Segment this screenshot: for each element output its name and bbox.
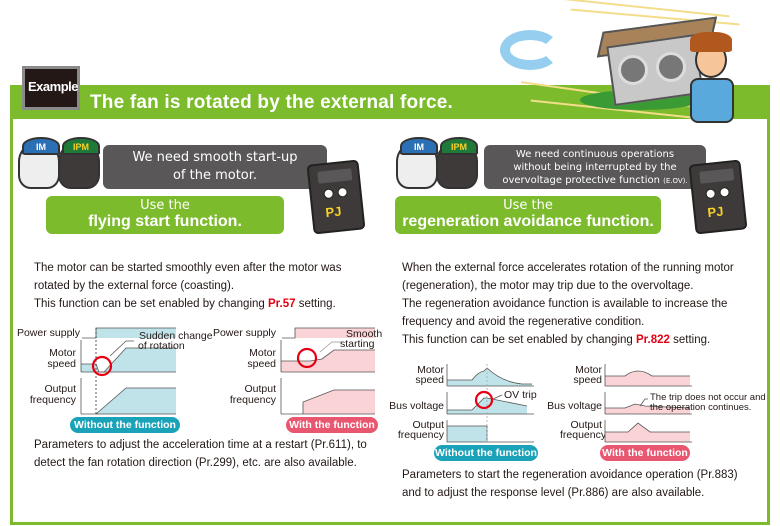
im-motor-icon: IM: [18, 137, 60, 189]
chart-flying-with: Power supply Motor speed Output frequenc…: [210, 326, 390, 436]
fan-icon: [618, 55, 648, 85]
with-function-label: With the function: [286, 417, 378, 433]
motor-characters: IM IPM: [392, 133, 482, 193]
with-function-label: With the function: [600, 445, 690, 461]
chart-flying-with-plot: [280, 327, 375, 415]
without-function-label: Without the function: [70, 417, 180, 433]
flying-start-description: The motor can be started smoothly even a…: [34, 262, 342, 310]
wind-house-illustration: [490, 0, 750, 125]
inverter-character-icon: PJ: [306, 159, 366, 235]
param-pr822: Pr.822: [636, 334, 670, 346]
chart-flying-without: Power supply Motor speed Output frequenc…: [14, 326, 214, 436]
example-badge: Example: [22, 66, 80, 110]
wind-icon: [500, 30, 560, 70]
man-body: [690, 78, 734, 123]
param-pr57: Pr.57: [268, 298, 296, 310]
fan-icon: [656, 52, 686, 82]
chart-regen-without-plot: [446, 364, 534, 443]
ipm-motor-icon: IPM: [436, 137, 478, 189]
without-function-label: Without the function: [434, 445, 538, 461]
regeneration-footer: Parameters to start the regeneration avo…: [402, 469, 738, 499]
speech-bubble-need: We need continuous operations without be…: [484, 145, 706, 189]
im-motor-icon: IM: [396, 137, 438, 189]
speech-bubble-need: We need smooth start-up of the motor.: [103, 145, 327, 189]
ipm-motor-icon: IPM: [58, 137, 100, 189]
inverter-character-icon: PJ: [688, 159, 748, 235]
regeneration-description: When the external force accelerates rota…: [402, 262, 734, 346]
flying-start-footer: Parameters to adjust the acceleration ti…: [34, 439, 367, 469]
speech-bubble-answer: Use the regeneration avoidance function.: [395, 196, 661, 234]
motor-characters: IM IPM: [14, 133, 104, 193]
chart-regen-with: Motor speed Bus voltage Output frequency…: [547, 362, 770, 467]
chart-flying-without-plot: [80, 327, 176, 415]
chart-regen-with-plot: [604, 364, 692, 443]
man-hair: [690, 32, 732, 52]
content-frame: [10, 85, 770, 525]
chart-regen-without: Motor speed Bus voltage Output frequency…: [389, 362, 572, 467]
page-title: The fan is rotated by the external force…: [90, 92, 453, 113]
speech-bubble-answer: Use the flying start function.: [46, 196, 284, 234]
